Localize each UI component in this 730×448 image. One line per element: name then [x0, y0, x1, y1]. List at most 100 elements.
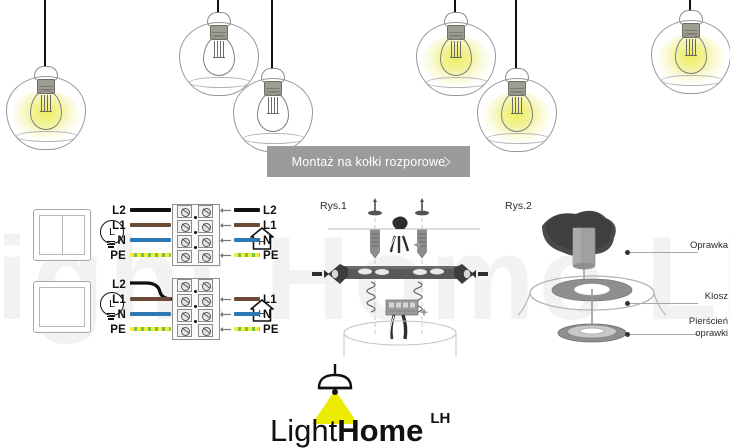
callout-dot: [625, 332, 630, 337]
terminal-screw-slot: [198, 234, 213, 248]
wire-segment-left: [130, 253, 171, 257]
screw-icon: [181, 237, 190, 247]
wire-segment-left: [130, 223, 171, 227]
screw-icon: [181, 296, 190, 306]
mounting-cta-label: Montaż na kołki rozporowe: [291, 154, 446, 169]
screw-icon: [181, 326, 190, 336]
callout-pierscien: Pierścień oprawki: [650, 316, 728, 339]
wire-label-right: PE: [263, 250, 279, 262]
wire-label-left: N: [117, 235, 126, 247]
direction-arrow-icon: [220, 311, 231, 318]
globe-rim: [243, 132, 305, 145]
terminal-screw-slot: [177, 278, 192, 292]
globe-rim: [426, 76, 488, 89]
bulb-filament: [267, 97, 279, 114]
wire-label-left: PE: [110, 324, 126, 336]
lamp-cord: [515, 0, 517, 70]
chevron-right-icon: [443, 155, 452, 168]
block-divider-dot: [193, 231, 197, 234]
wire-segment-left: [130, 208, 171, 212]
light-bulb: [675, 34, 707, 74]
callout-line: [630, 303, 698, 305]
lamp-cord: [689, 0, 691, 12]
screw-icon: [181, 281, 190, 291]
mounting-bracket-figure: Rys.1: [310, 196, 490, 356]
callout-dot: [625, 301, 630, 306]
wire-segment-right: [234, 312, 260, 316]
terminal-screw-slot: [177, 308, 192, 322]
pendant-lamp-banner: [0, 0, 730, 152]
direction-arrow-icon: [220, 326, 231, 333]
screw-icon: [202, 311, 211, 321]
lamp-exploded-figure: Rys.2: [500, 196, 730, 356]
wire-label-right: PE: [263, 324, 279, 336]
pendant-lamp: [477, 0, 557, 152]
terminal-screw-slot: [198, 293, 213, 307]
wire-label-left: L1: [112, 220, 126, 232]
callout-oprawka: Oprawka: [689, 240, 728, 251]
pendant-lamp: [651, 0, 730, 145]
wire-label-right: L2: [263, 205, 277, 217]
lamp-cord: [454, 0, 456, 14]
wire-segment-left: [130, 312, 171, 316]
wire-segment-left: [130, 327, 171, 331]
brand-word-light: Light: [270, 413, 338, 448]
wire-segment-right: [234, 297, 260, 301]
callout-pierscien-line1: Pierścień: [688, 316, 728, 327]
screw-icon: [202, 207, 211, 217]
screw-icon: [202, 222, 211, 232]
brand-mark-lh: LH: [430, 410, 451, 427]
house-icon: H: [249, 226, 275, 252]
block-divider-dot: [193, 305, 197, 308]
wire-segment-right: [234, 208, 260, 212]
screw-icon: [181, 252, 190, 262]
direction-arrow-icon: [220, 237, 231, 244]
mounting-cta-button[interactable]: Montaż na kołki rozporowe: [267, 146, 470, 177]
switch-divider: [62, 215, 64, 255]
screw-icon: [181, 311, 190, 321]
wire-label-right: L1: [263, 294, 277, 306]
wire-label-left: L1: [112, 294, 126, 306]
pendant-lamp: [416, 0, 496, 145]
terminal-screw-slot: [198, 219, 213, 233]
terminal-screw-slot: [177, 323, 192, 337]
terminal-screw-slot: [177, 249, 192, 263]
house-icon: H: [249, 298, 275, 324]
terminal-screw-slot: [198, 323, 213, 337]
light-bulb: [501, 92, 533, 132]
wire-label-left: PE: [110, 250, 126, 262]
svg-text:H: H: [258, 309, 265, 320]
callout-pierscien-line2: oprawki: [695, 327, 728, 339]
switch-face: [39, 287, 85, 327]
svg-text:H: H: [258, 237, 265, 248]
light-bulb: [257, 92, 289, 132]
terminal-screw-slot: [177, 219, 192, 233]
globe-rim: [661, 74, 723, 87]
bulb-symbol-letter: L: [100, 220, 124, 244]
screw-icon: [202, 281, 211, 291]
terminal-screw-slot: [177, 234, 192, 248]
callout-line: [630, 252, 698, 254]
screw-icon: [202, 252, 211, 262]
wire-label-right: L1: [263, 220, 277, 232]
callout-dot: [625, 250, 630, 255]
lamp-cord: [217, 0, 219, 14]
pendant-lamp: [6, 0, 86, 150]
lamp-cord: [44, 0, 46, 68]
direction-arrow-icon: [220, 252, 231, 259]
screw-icon: [181, 222, 190, 232]
block-divider-dot: [193, 246, 197, 249]
wire-segment-right: [234, 327, 260, 331]
light-bulb: [203, 36, 235, 76]
screw-icon: [202, 237, 211, 247]
direction-arrow-icon: [220, 207, 231, 214]
wire-segment-right: [234, 253, 260, 257]
bulb-filament: [40, 95, 52, 112]
wire-label-left: L2: [112, 205, 126, 217]
lamp-cord: [271, 0, 273, 70]
screw-icon: [202, 326, 211, 336]
single-gang-switch: [33, 281, 91, 333]
bulb-filament: [511, 97, 523, 114]
